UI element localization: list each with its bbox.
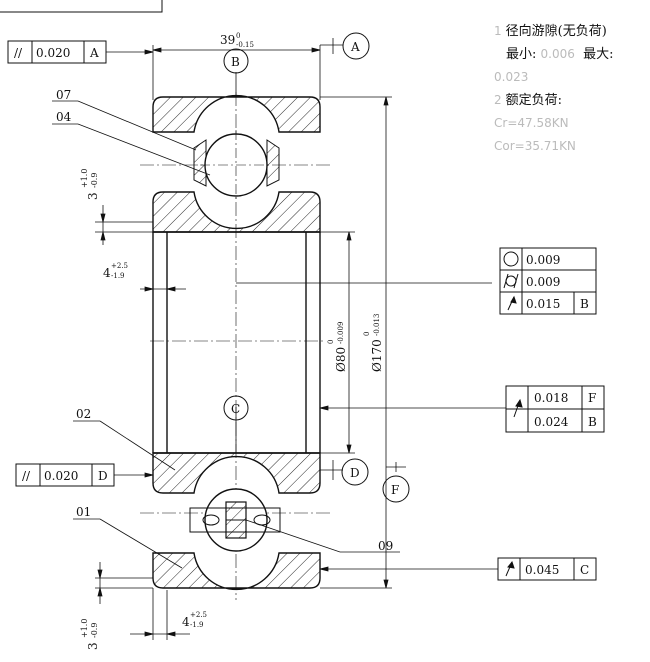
part-leaders (52, 100, 400, 569)
part-07-label: 07 (56, 88, 71, 102)
width-dim-main: 39 (220, 33, 235, 47)
datum-f-circle (382, 475, 410, 503)
min-label: 最小: (506, 47, 537, 62)
datum-c-label: C (231, 402, 240, 416)
outer-ring-lower (152, 552, 321, 591)
edge-dim-upper-tol-low: -1.9 (111, 272, 125, 280)
runout-icon-1 (507, 295, 517, 311)
datum-d-label: D (350, 466, 360, 480)
runout3-ref: C (580, 563, 589, 577)
fcf-arrows (106, 49, 506, 572)
fcf-group-right (499, 247, 597, 315)
circularity-value: 0.009 (526, 253, 560, 267)
edge-dim-upper-main: 4 (103, 266, 111, 280)
chamfer-lower-tol-up: +1.0 (80, 619, 89, 638)
cage-upper-left (193, 139, 207, 187)
chamfer-upper-main: 3 (86, 192, 100, 200)
fcf-d-value: 0.020 (44, 469, 78, 483)
fcf-top-value: 0.020 (36, 46, 70, 60)
chamfer-upper-tol-up: +1.0 (80, 169, 89, 188)
chamfer-dim-upper (95, 205, 153, 245)
runout1-ref: B (580, 297, 589, 311)
datum-c-circle (223, 395, 249, 421)
diameter-dims (306, 96, 392, 589)
datum-a-circle (342, 32, 370, 60)
cylindricity-icon (503, 273, 519, 289)
bore-dim-tol-up: 0 (327, 340, 335, 344)
circularity-icon (503, 251, 519, 267)
width-dim-tol-up: 0 (236, 32, 240, 40)
note-1-number: 1 (494, 24, 502, 38)
od-dim-main: Ø170 (370, 339, 384, 372)
part-04-label: 04 (56, 110, 72, 124)
part-09-label: 09 (378, 539, 393, 553)
inner-ring-upper (152, 191, 321, 233)
runout-icon-2 (513, 398, 523, 418)
edge-dim-lower-tol-up: +2.5 (190, 611, 207, 619)
edge-dim-upper-tol-up: +2.5 (111, 262, 128, 270)
cor-value: Cor=35.71KN (494, 139, 576, 153)
runout-icon-3 (505, 560, 515, 577)
cage-upper-right (266, 139, 280, 187)
fcf-runout-c (497, 557, 597, 581)
od-dim-tol-up: 0 (363, 332, 371, 336)
max-label: 最大: (583, 47, 614, 62)
runout2a-value: 0.018 (534, 391, 568, 405)
min-value: 0.006 (540, 47, 575, 61)
chamfer-lower-tol-low: -0.9 (90, 623, 99, 638)
cr-value: Cr=47.58KN (494, 116, 569, 130)
width-extension-lines (152, 38, 343, 100)
inner-ring-lower (152, 452, 321, 494)
fcf-top-ref: A (89, 46, 99, 60)
clearance-title: 径向游隙(无负荷) (505, 24, 607, 39)
datum-leaders (235, 72, 406, 480)
fcf-top (7, 40, 107, 64)
chamfer-upper-tol-low: -0.9 (90, 173, 99, 188)
note-2-number: 2 (494, 93, 502, 107)
fcf-top-symbol: // (14, 46, 23, 60)
fcf-d-symbol: // (22, 469, 31, 483)
runout3-value: 0.045 (525, 563, 559, 577)
fcf-runout-pair (505, 385, 605, 433)
part-01-label: 01 (76, 505, 91, 519)
bore-dim-tol-low: -0.009 (337, 322, 345, 344)
runout2b-ref: B (588, 415, 597, 429)
width-dim-tol-low: -0.15 (236, 41, 254, 49)
title-block-corner (0, 0, 163, 13)
outer-ring-upper (152, 94, 321, 133)
part-02-label: 02 (76, 407, 91, 421)
edge-dim-lower-main: 4 (182, 615, 190, 629)
edge-dim-lower-tol-low: -1.9 (190, 621, 204, 629)
max-value: 0.023 (494, 70, 529, 84)
cage-lower (189, 507, 281, 533)
runout1-value: 0.015 (526, 297, 560, 311)
runout2b-value: 0.024 (534, 415, 569, 429)
chamfer-lower-main: 3 (86, 642, 100, 650)
runout2a-ref: F (588, 391, 596, 405)
datum-b-circle (223, 48, 249, 74)
datum-a-label: A (350, 40, 360, 54)
cylindricity-value: 0.009 (526, 275, 560, 289)
datum-d-circle (341, 458, 369, 486)
fcf-d-ref: D (98, 469, 108, 483)
datum-f-label: F (391, 483, 399, 497)
od-dim-tol-low: -0.013 (373, 314, 381, 336)
fcf-d (15, 463, 115, 487)
edge-dim-upper (140, 286, 186, 292)
load-title: 额定负荷: (505, 93, 563, 108)
chamfer-dim-lower (95, 562, 190, 640)
bore-dim-main: Ø80 (334, 347, 348, 372)
datum-b-label: B (231, 55, 240, 69)
